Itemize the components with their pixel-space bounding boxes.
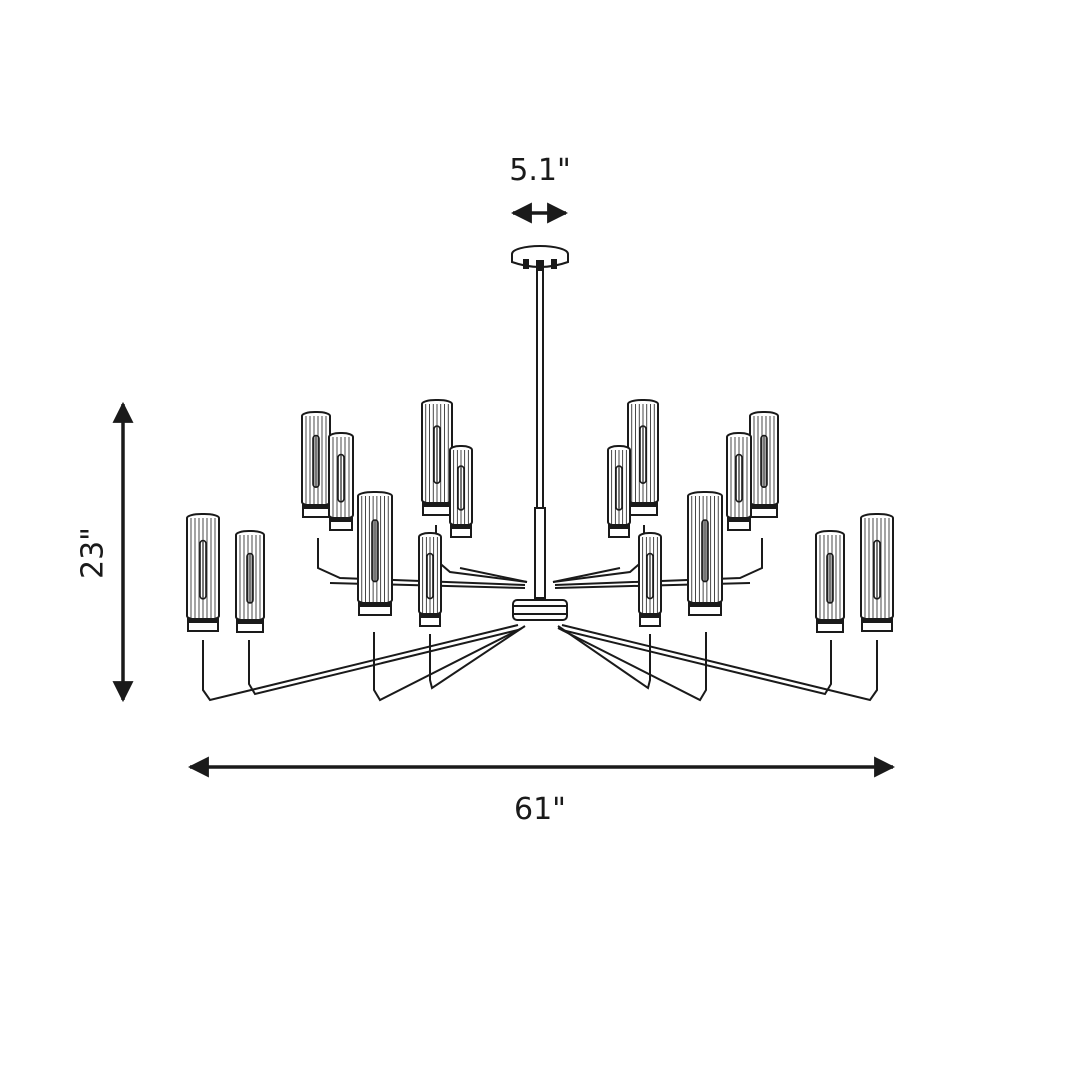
shade — [449, 445, 473, 538]
shade — [186, 513, 220, 632]
shade — [860, 513, 894, 632]
overall-height-label: 23" — [75, 527, 111, 579]
shade — [235, 530, 265, 633]
shade — [301, 411, 331, 518]
shade — [815, 530, 845, 633]
shade — [627, 399, 659, 516]
shade — [687, 491, 723, 616]
stem — [534, 269, 546, 599]
shade — [638, 532, 662, 627]
shade — [607, 445, 631, 538]
shade — [749, 411, 779, 518]
lower-arms — [202, 624, 878, 702]
shade — [418, 532, 442, 627]
shade — [421, 399, 453, 516]
shade — [726, 432, 752, 531]
shade — [357, 491, 393, 616]
shade — [328, 432, 354, 531]
shades — [186, 399, 894, 633]
canopy — [511, 245, 569, 271]
overall-width-label: 61" — [514, 792, 566, 827]
hub — [512, 599, 568, 621]
canopy-width-label: 5.1" — [509, 153, 571, 188]
